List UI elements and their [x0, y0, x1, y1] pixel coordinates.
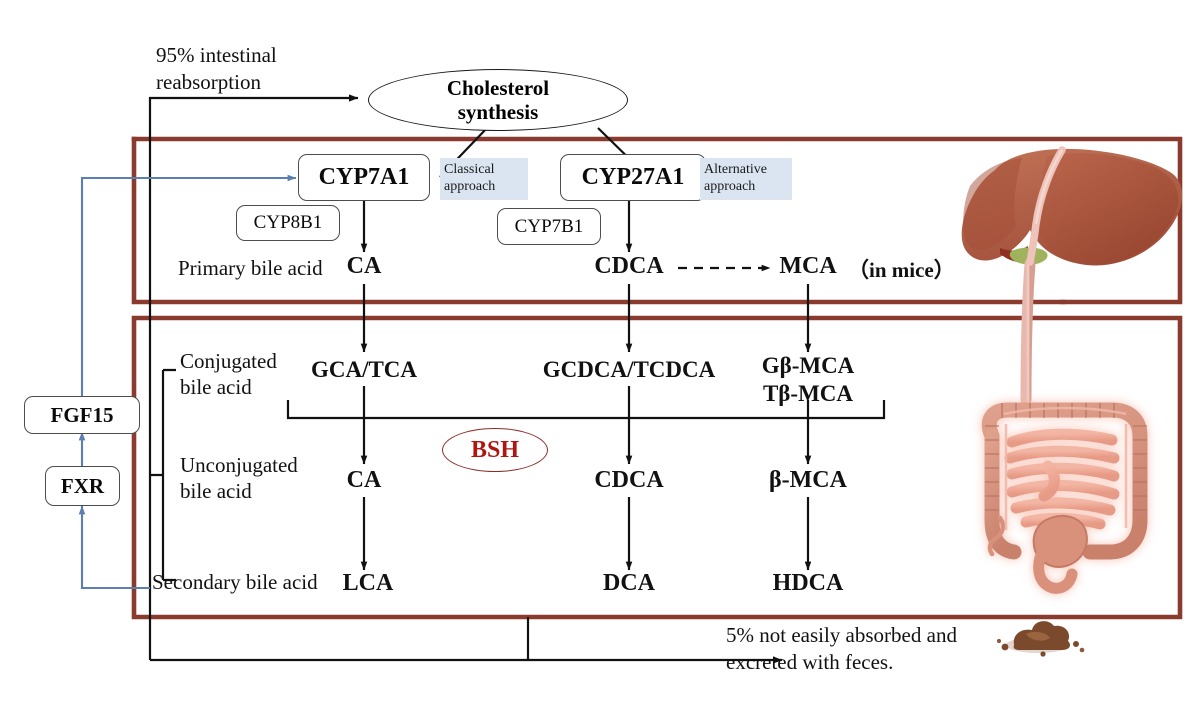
bileacid-to-fxr: [78, 505, 150, 590]
bsh-enzyme-node[interactable]: BSH: [442, 428, 548, 472]
row-label-secondary: Secondary bile acid: [152, 570, 318, 594]
metabolite-mca-primary: MCA: [779, 253, 837, 279]
tag-classical-approach: Classical approach: [440, 158, 528, 200]
metabolite-ca-unconj: CA: [346, 467, 382, 493]
feces-icon: [996, 621, 1085, 657]
tag-alternative-approach: Alternative approach: [700, 158, 792, 200]
metabolite-cdca-primary: CDCA: [594, 253, 664, 279]
row-label-primary: Primary bile acid: [178, 256, 323, 280]
row-label-conjugated: Conjugated bile acid: [180, 349, 277, 400]
excretion-label: 5% not easily absorbed and excreted with…: [726, 623, 957, 675]
reabsorption-arrow: [148, 94, 359, 660]
enzyme-box-cyp8b1[interactable]: CYP8B1: [236, 205, 340, 241]
reabsorption-label: 95% intestinal reabsorption: [156, 43, 277, 94]
enzyme-box-fgf15[interactable]: FGF15: [24, 396, 140, 434]
fgf15-to-cyp7a1: [80, 174, 297, 396]
bsh-bracket: [286, 400, 886, 420]
fgf15-fxr-signaling: [78, 174, 297, 590]
liver-icon: [961, 146, 1183, 406]
metabolite-hdca: HDCA: [772, 570, 844, 596]
cholesterol-synthesis-node: Cholesterol synthesis: [368, 69, 628, 131]
metabolite-bmca-unconj: β-MCA: [769, 467, 847, 493]
mca-species-note: （in mice）: [848, 258, 955, 282]
metabolite-dca: DCA: [603, 570, 655, 596]
row-label-unconjugated: Unconjugated bile acid: [180, 453, 298, 504]
metabolite-gca-tca: GCA/TCA: [310, 357, 418, 382]
intestine-icon: [981, 402, 1148, 594]
metabolite-lca: LCA: [342, 570, 394, 596]
metabolite-ca-primary: CA: [346, 253, 382, 279]
enzyme-box-cyp7a1[interactable]: CYP7A1: [298, 154, 430, 201]
enzyme-box-fxr[interactable]: FXR: [45, 466, 120, 506]
enzyme-box-cyp7b1[interactable]: CYP7B1: [497, 208, 601, 245]
metabolite-gb-tb-mca: Gβ-MCA Tβ-MCA: [761, 353, 855, 407]
metabolite-cdca-unconj: CDCA: [594, 467, 664, 493]
metabolite-gcdca-tcdca: GCDCA/TCDCA: [542, 357, 716, 382]
enzyme-box-cyp27a1[interactable]: CYP27A1: [560, 154, 706, 201]
